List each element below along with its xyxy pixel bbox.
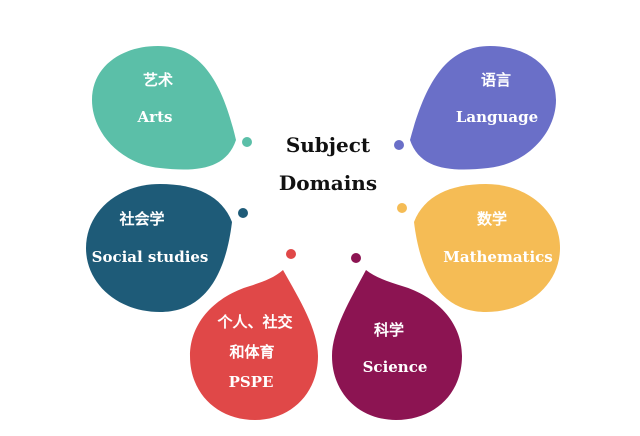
arts-dot xyxy=(242,137,252,147)
science-dot xyxy=(351,253,361,263)
pspe-cn-label-line1: 个人、社交 xyxy=(217,313,293,331)
social-cn-label: 社会学 xyxy=(119,210,165,228)
center-title-line2: Domains xyxy=(278,171,378,195)
arts-cn-label: 艺术 xyxy=(142,71,174,89)
language-cn-label: 语言 xyxy=(480,71,512,89)
science-en-label: Science xyxy=(362,358,428,376)
center-title-line1: Subject xyxy=(285,133,371,157)
math-cn-label: 数学 xyxy=(476,210,508,228)
social-en-label: Social studies xyxy=(91,248,209,266)
pspe-en-label: PSPE xyxy=(228,373,274,391)
math-en-label: Mathematics xyxy=(443,248,553,266)
center-title: Subject Domains xyxy=(279,126,377,202)
pspe-dot xyxy=(286,249,296,259)
pspe-petal xyxy=(190,270,318,420)
arts-petal xyxy=(92,46,236,170)
language-petal xyxy=(410,46,556,170)
social-dot xyxy=(238,208,248,218)
science-petal xyxy=(332,270,462,420)
math-petal xyxy=(414,184,560,312)
math-dot xyxy=(397,203,407,213)
language-dot xyxy=(394,140,404,150)
language-en-label: Language xyxy=(455,108,539,126)
science-cn-label: 科学 xyxy=(373,321,405,339)
pspe-cn-label-line2: 和体育 xyxy=(229,343,275,361)
arts-en-label: Arts xyxy=(137,108,173,126)
social-petal xyxy=(86,184,232,312)
